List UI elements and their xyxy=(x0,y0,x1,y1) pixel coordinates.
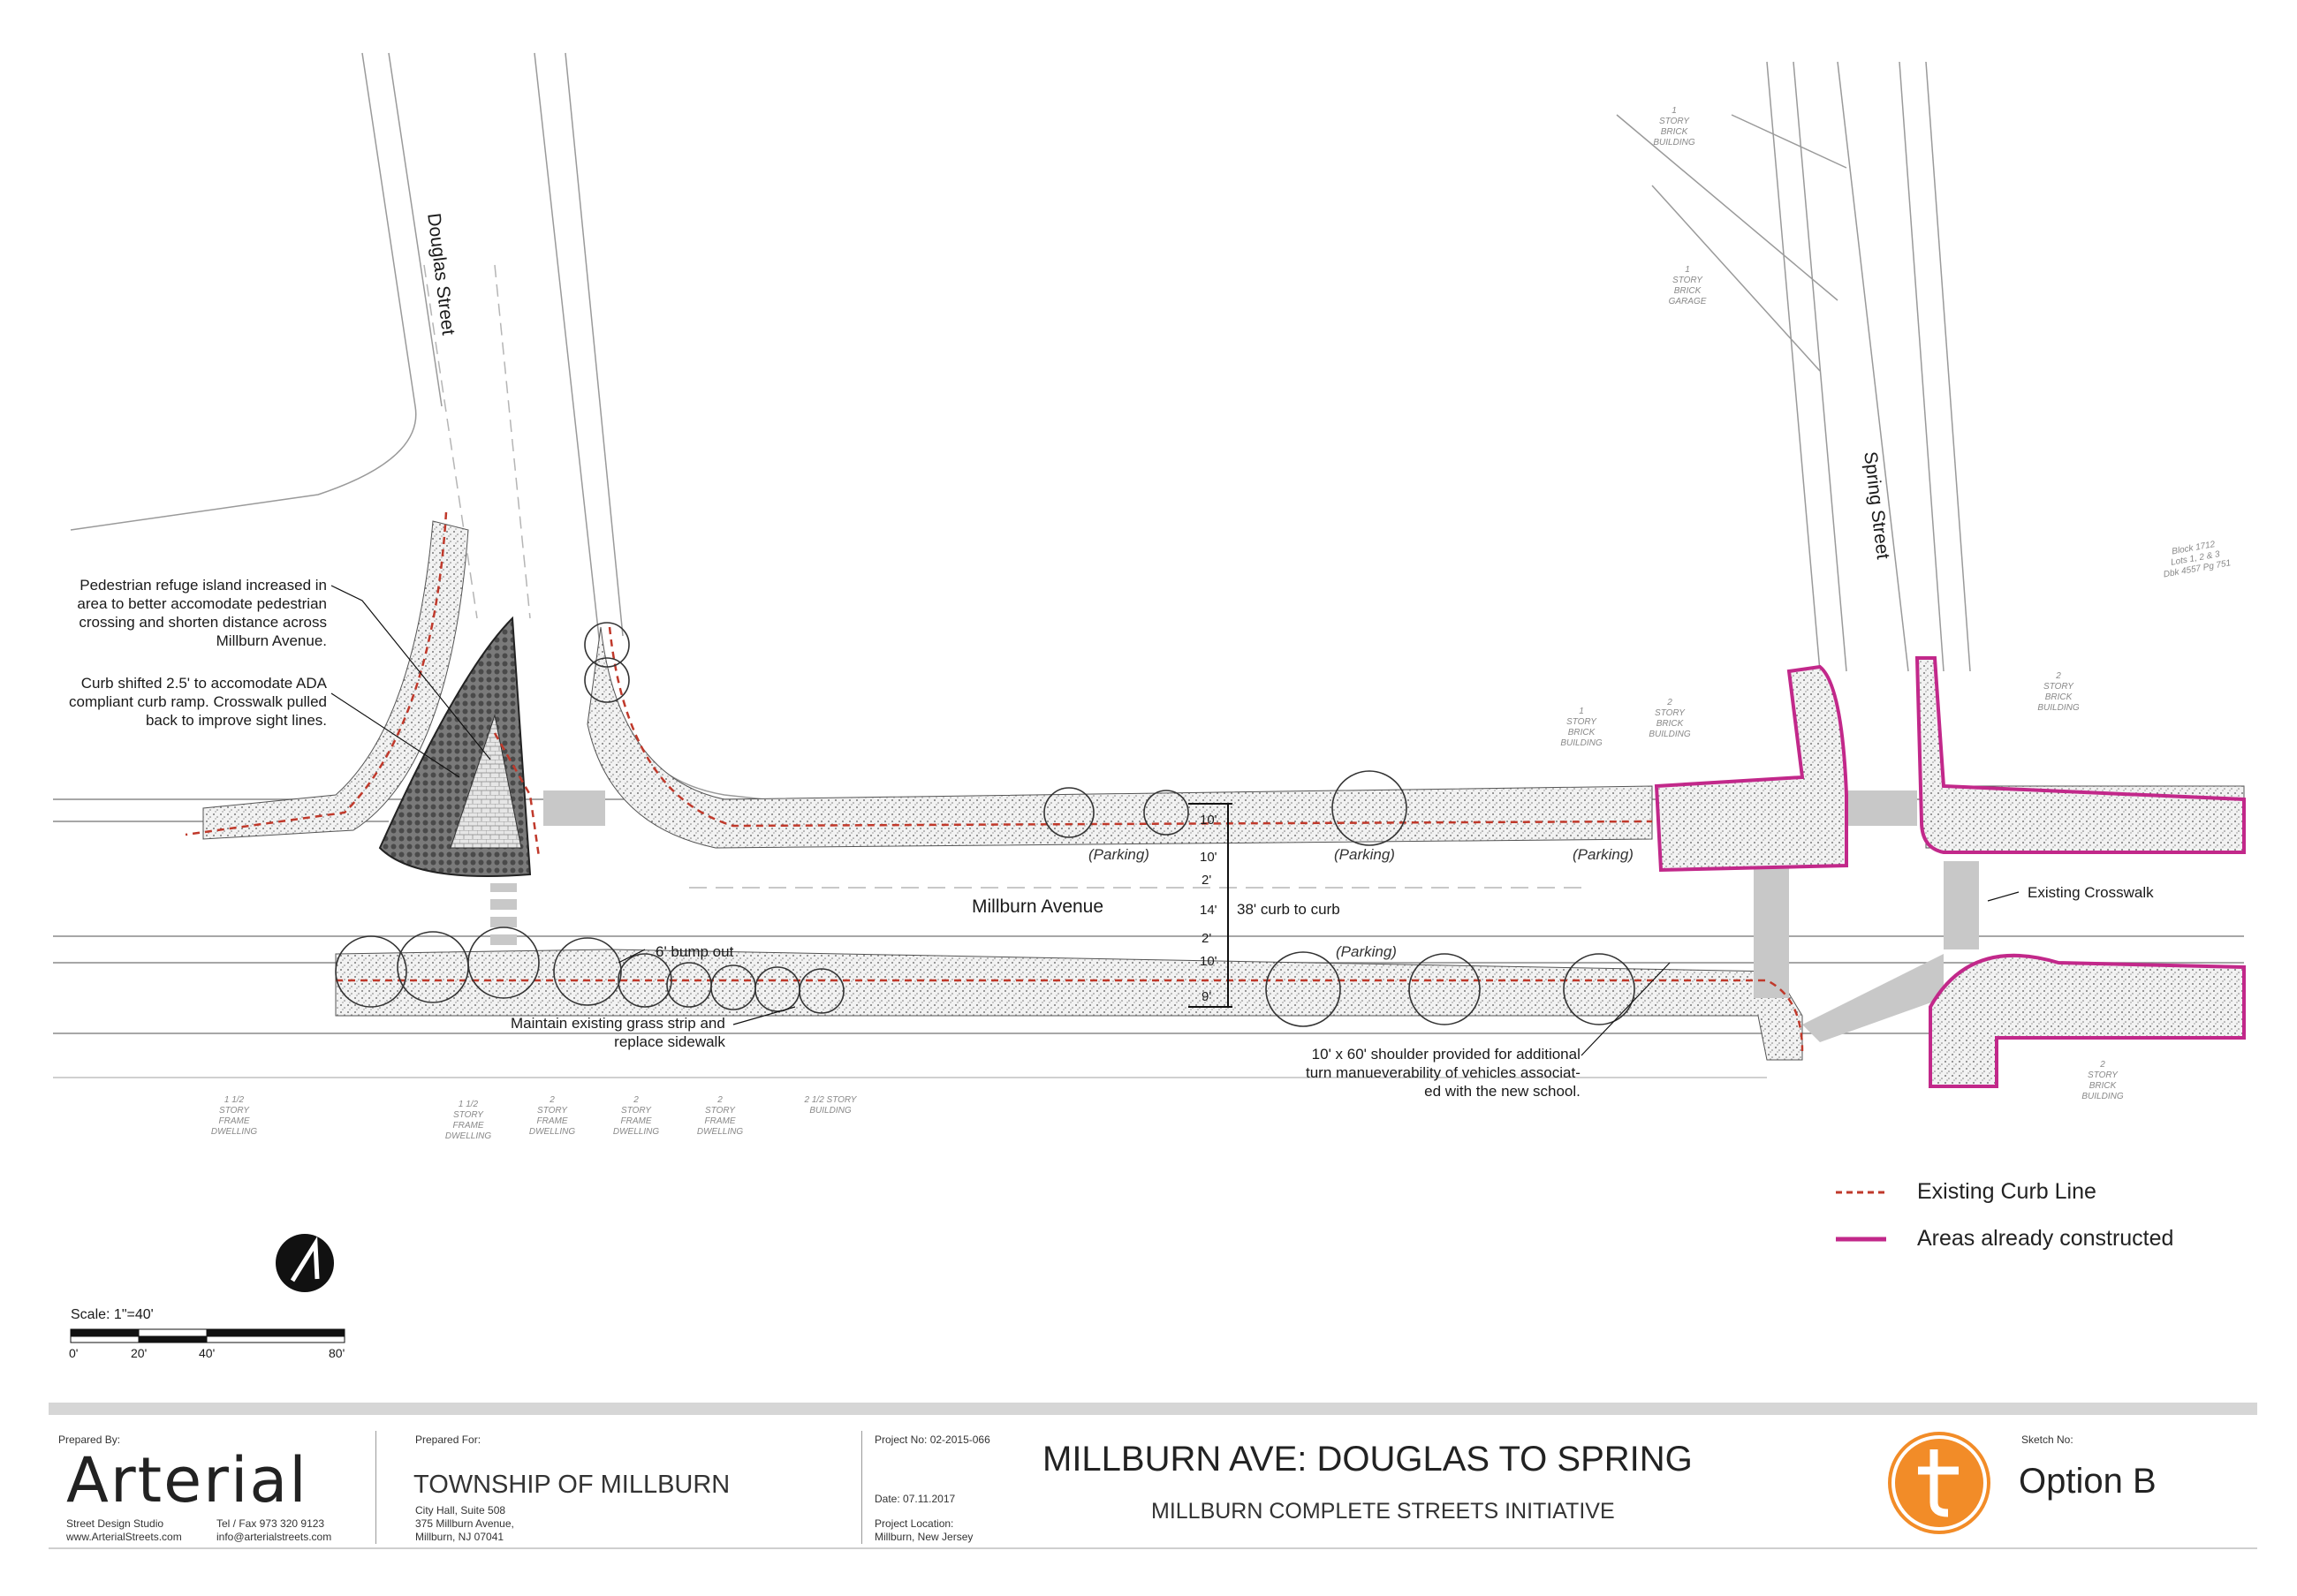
studio-name: Street Design Studio xyxy=(66,1517,164,1530)
parking-label-4: (Parking) xyxy=(1336,943,1397,960)
areas-already-constructed xyxy=(1654,656,2246,1088)
title-block-bar xyxy=(49,1403,2257,1415)
studio-email: info@arterialstreets.com xyxy=(216,1531,332,1543)
project-date: Date: 07.11.2017 xyxy=(875,1493,956,1505)
title-block-bottom-rule xyxy=(49,1547,2257,1549)
legend-existing-curb-label: Existing Curb Line xyxy=(1917,1179,2096,1204)
client-address-2: 375 Millburn Avenue, xyxy=(415,1517,514,1530)
arterial-t-icon xyxy=(1888,1432,1990,1534)
dim-14: 14' xyxy=(1200,903,1217,918)
project-location-label: Project Location: xyxy=(875,1517,954,1530)
drawing-title: MILLBURN AVE: DOUGLAS TO SPRING xyxy=(1042,1440,1693,1479)
arterial-logo: Arterial xyxy=(66,1444,308,1517)
scale-tick-40: 40' xyxy=(199,1346,216,1360)
millburn-avenue-label: Millburn Avenue xyxy=(972,896,1104,917)
street-trees xyxy=(335,622,1635,1027)
scale-label: Scale: 1"=40' xyxy=(71,1307,154,1322)
north-sidewalk xyxy=(587,626,1653,849)
dim-2-a: 2' xyxy=(1202,873,1212,888)
title-block-separator xyxy=(861,1431,862,1544)
client-address-1: City Hall, Suite 508 xyxy=(415,1504,506,1517)
prepared-by-label: Prepared By: xyxy=(58,1433,121,1446)
drawing-subtitle: MILLBURN COMPLETE STREETS INITIATIVE xyxy=(1151,1499,1615,1524)
parking-label-1: (Parking) xyxy=(1088,846,1149,863)
parking-label-2: (Parking) xyxy=(1334,846,1395,863)
south-sidewalk xyxy=(335,949,1803,1061)
existing-crosswalk-note: Existing Crosswalk xyxy=(2028,884,2154,901)
bump-out-note: 6' bump out xyxy=(656,943,734,960)
scale-tick-0: 0' xyxy=(69,1346,79,1360)
client-name: TOWNSHIP OF MILLBURN xyxy=(413,1471,731,1499)
dim-2-b: 2' xyxy=(1202,931,1212,946)
project-no: Project No: 02-2015-066 xyxy=(875,1433,990,1446)
spring-street xyxy=(1616,61,1971,672)
title-block-separator xyxy=(375,1431,376,1544)
studio-website: www.ArterialStreets.com xyxy=(66,1531,182,1543)
sketch-no-label: Sketch No: xyxy=(2021,1433,2073,1446)
west-corner-sidewalk xyxy=(202,520,469,840)
leader-lines xyxy=(330,585,2020,1056)
curb-to-curb-label: 38' curb to curb xyxy=(1237,901,1340,918)
dim-10-b: 10' xyxy=(1200,850,1217,865)
studio-phone: Tel / Fax 973 320 9123 xyxy=(216,1517,325,1530)
scale-tick-20: 20' xyxy=(131,1346,148,1360)
dim-9: 9' xyxy=(1202,989,1212,1004)
legend-constructed-label: Areas already constructed xyxy=(1917,1226,2174,1251)
dim-10-a: 10' xyxy=(1200,813,1217,828)
scale-bar xyxy=(70,1328,345,1343)
sketch-number: Option B xyxy=(2019,1462,2157,1501)
crosswalks xyxy=(490,790,1979,1042)
prepared-for-label: Prepared For: xyxy=(415,1433,481,1446)
dimension-line xyxy=(1188,803,1232,1008)
scale-tick-80: 80' xyxy=(329,1346,345,1360)
project-location: Millburn, New Jersey xyxy=(875,1531,974,1543)
north-arrow-icon xyxy=(276,1234,334,1292)
parking-label-3: (Parking) xyxy=(1573,846,1634,863)
existing-curb-line xyxy=(185,511,1804,1052)
shoulder-note: 10' x 60' shoulder provided for addition… xyxy=(1306,1046,1581,1100)
dim-10-c: 10' xyxy=(1200,954,1217,969)
client-address-3: Millburn, NJ 07041 xyxy=(415,1531,504,1543)
